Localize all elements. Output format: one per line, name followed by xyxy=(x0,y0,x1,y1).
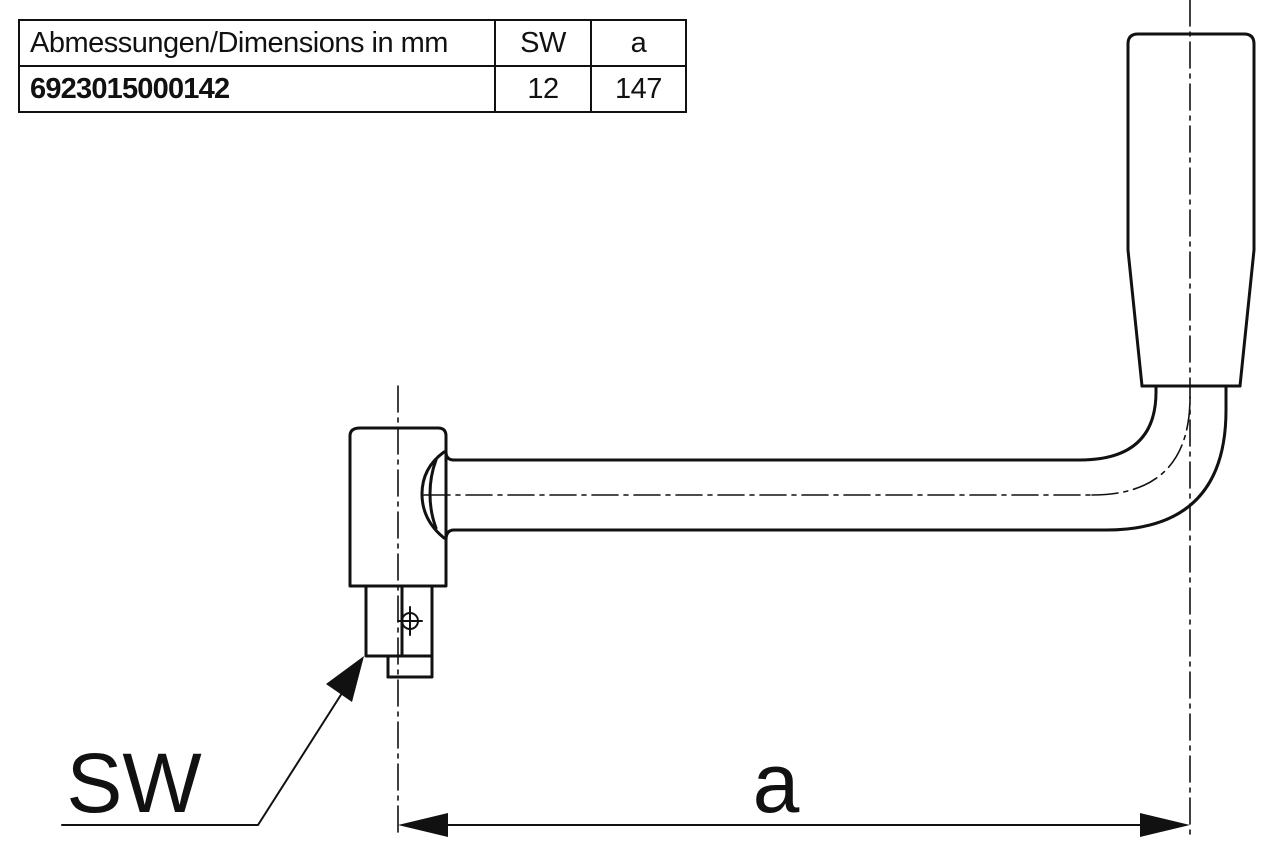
a-column-header: a xyxy=(590,19,687,67)
center-lines xyxy=(397,0,1191,837)
square-drive xyxy=(364,584,434,679)
dimensions-header: Abmessungen/Dimensions in mm xyxy=(18,19,496,67)
table-row: 6923015000142 12 147 xyxy=(18,65,687,113)
hub xyxy=(348,426,448,588)
a-value: 147 xyxy=(590,65,687,113)
dimensions-table: Abmessungen/Dimensions in mm SW a 692301… xyxy=(18,19,687,113)
sw-column-header: SW xyxy=(494,19,592,67)
sw-value: 12 xyxy=(494,65,592,113)
article-number: 6923015000142 xyxy=(18,65,496,113)
sw-leader: SW xyxy=(61,656,364,830)
table-header-row: Abmessungen/Dimensions in mm SW a xyxy=(18,19,687,67)
dimension-a-label: a xyxy=(753,736,800,830)
sw-label: SW xyxy=(66,736,201,830)
crank-arm xyxy=(420,384,1228,546)
dimension-a: a xyxy=(398,736,1190,837)
grip-handle xyxy=(1126,32,1256,388)
